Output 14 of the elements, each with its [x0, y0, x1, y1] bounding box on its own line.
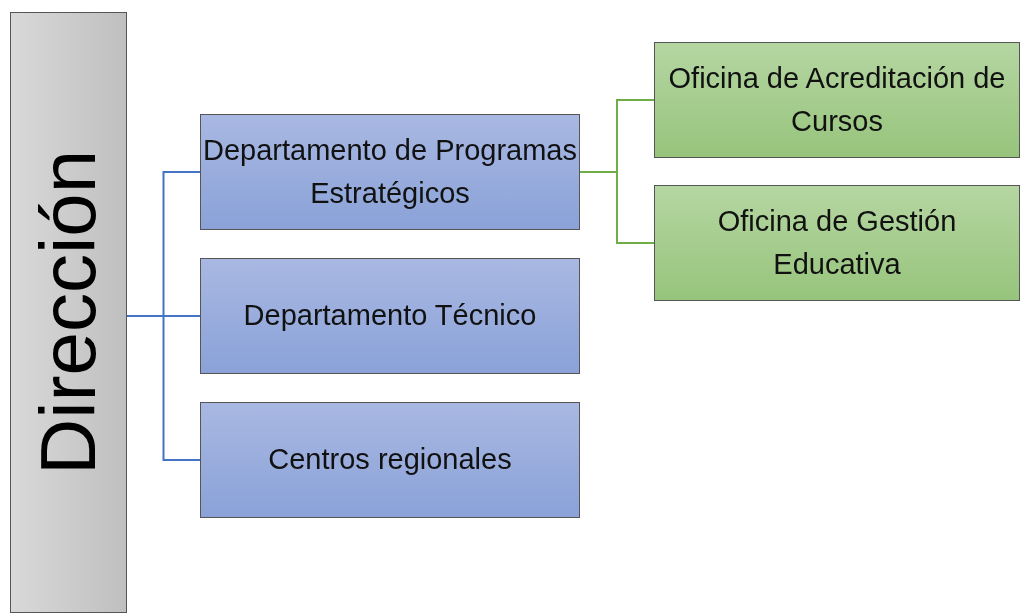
box-label: Oficina de Acreditación de Cursos — [667, 60, 1007, 139]
box-label: Dirección — [23, 149, 113, 476]
department-box — [200, 402, 580, 518]
office-box — [654, 42, 1020, 158]
office-box — [654, 185, 1020, 301]
connector-line — [579, 171, 655, 244]
department-box — [200, 258, 580, 374]
box-label: Departamento de Programas Estratégicos — [202, 132, 578, 211]
connector-line — [126, 315, 201, 461]
box-label: Oficina de Gestión Educativa — [716, 203, 958, 282]
department-box — [200, 114, 580, 230]
title-bar — [10, 12, 127, 613]
box-label: Centros regionales — [268, 442, 512, 478]
box-label: Departamento Técnico — [243, 298, 537, 334]
